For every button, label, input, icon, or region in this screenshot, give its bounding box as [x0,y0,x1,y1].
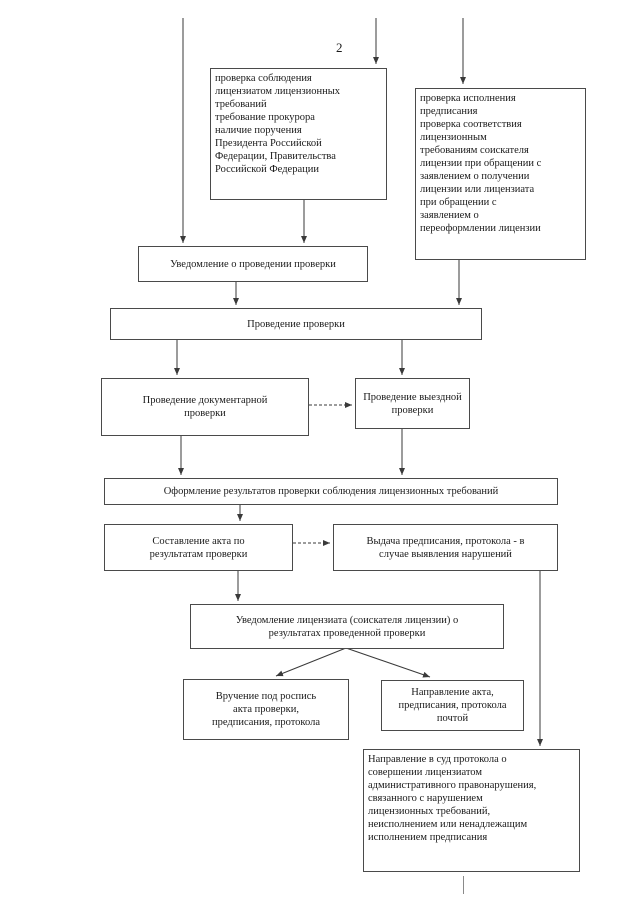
grounds-box-left: проверка соблюдения лицензиатом лицензио… [210,68,387,200]
arrow-notify-result-to-mail [345,647,431,678]
conduct-inspection-box: Проведение проверки [110,308,482,340]
inspection-act-text: Составление акта по результатам проверки [149,535,248,560]
onsite-check-box: Проведение выездной проверки [355,378,470,429]
grounds-box-left-text: проверка соблюдения лицензиатом лицензио… [215,73,341,175]
issue-order-box: Выдача предписания, протокола - в случае… [333,524,558,571]
handover-box: Вручение под роспись акта проверки, пред… [183,679,349,740]
onsite-check-text: Проведение выездной проверки [363,391,462,416]
grounds-box-right-text: проверка исполнения предписания проверка… [420,93,542,234]
mail-text: Направление акта, предписания, протокола… [398,687,507,724]
inspection-act-box: Составление акта по результатам проверки [104,524,293,571]
formalize-results-text: Оформление результатов проверки соблюден… [163,486,499,497]
notify-inspection-box: Уведомление о проведении проверки [138,246,368,282]
documentary-check-text: Проведение документарной проверки [142,395,268,419]
documentary-check-box: Проведение документарной проверки [101,378,309,436]
notify-inspection-text: Уведомление о проведении проверки [170,258,336,270]
court-text: Направление в суд протокола о совершении… [368,754,537,843]
conduct-inspection-text: Проведение проверки [247,318,345,330]
bottom-continuation-line [463,876,464,894]
notify-result-text: Уведомление лицензиата (соискателя лицен… [235,614,459,639]
court-box: Направление в суд протокола о совершении… [363,749,580,872]
mail-box: Направление акта, предписания, протокола… [381,680,524,731]
grounds-box-right: проверка исполнения предписания проверка… [415,88,586,260]
arrow-notify-result-to-handover [275,647,347,677]
handover-text: Вручение под роспись акта проверки, пред… [212,691,320,728]
formalize-results-box: Оформление результатов проверки соблюден… [104,478,558,505]
issue-order-text: Выдача предписания, протокола - в случае… [366,535,525,560]
notify-result-box: Уведомление лицензиата (соискателя лицен… [190,604,504,649]
page-number: 2 [336,40,343,55]
